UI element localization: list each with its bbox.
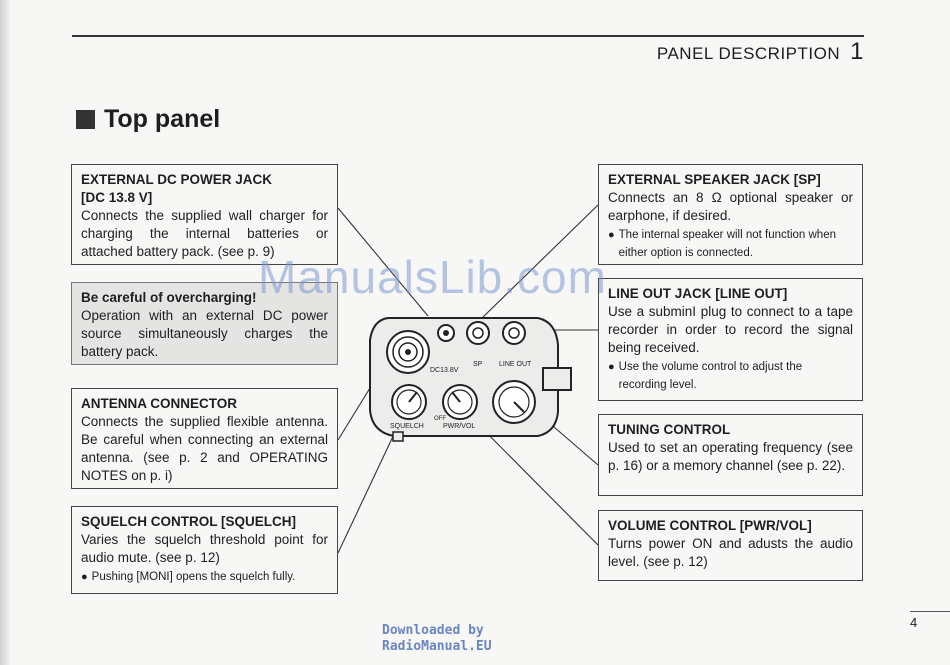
box-dc-power-jack: EXTERNAL DC POWER JACK [DC 13.8 V] Conne… xyxy=(71,164,338,265)
watermark: ManualsLib.com xyxy=(258,251,607,303)
download-credit-line1: Downloaded by xyxy=(382,623,484,638)
box-title-sub: [DC 13.8 V] xyxy=(81,190,153,205)
label-pwr-vol: PWR/VOL xyxy=(443,423,475,430)
label-off: OFF xyxy=(434,416,446,422)
section-heading: PANEL DESCRIPTION xyxy=(656,44,841,63)
box-title: VOLUME CONTROL [PWR/VOL] xyxy=(608,518,812,533)
page-number-rule xyxy=(910,611,950,612)
box-body: Turns power ON and adusts the audio leve… xyxy=(608,536,853,569)
box-antenna-connector: ANTENNA CONNECTOR Connects the supplied … xyxy=(71,388,338,489)
box-volume-control: VOLUME CONTROL [PWR/VOL] Turns power ON … xyxy=(598,510,863,581)
warning-title: Be careful of overcharging! xyxy=(81,290,257,305)
box-body: Connects an 8 Ω optional speaker or earp… xyxy=(608,190,853,223)
box-body: Use a subminI plug to connect to a tape … xyxy=(608,304,853,355)
box-title: TUNING CONTROL xyxy=(608,422,731,437)
box-title: EXTERNAL SPEAKER JACK [SP] xyxy=(608,172,821,187)
page-title: Top panel xyxy=(76,105,220,134)
box-title: LINE OUT JACK [LINE OUT] xyxy=(608,286,788,301)
bullet-dot-icon: ● xyxy=(81,571,88,583)
box-body: Connects the supplied wall charger for c… xyxy=(81,208,328,259)
box-note: ●Pushing [MONI] opens the squelch fully. xyxy=(81,568,328,586)
box-external-speaker-jack: EXTERNAL SPEAKER JACK [SP] Connects an 8… xyxy=(598,164,863,265)
page-header: PANEL DESCRIPTION 1 xyxy=(657,38,864,66)
note-text: Use the volume control to adjust the rec… xyxy=(618,361,803,391)
box-body: Used to set an operating frequency (see … xyxy=(608,440,853,473)
box-title: ANTENNA CONNECTOR xyxy=(81,396,238,411)
box-title: SQUELCH CONTROL [SQUELCH] xyxy=(81,514,296,529)
page-binding-edge xyxy=(0,0,10,665)
square-bullet-icon xyxy=(76,110,95,129)
radio-body xyxy=(369,317,572,442)
note-text: Pushing [MONI] opens the squelch fully. xyxy=(91,571,296,583)
label-line-out: LINE OUT xyxy=(499,361,532,368)
download-credit: Downloaded by RadioManual.EU xyxy=(382,623,492,655)
label-dc: DC13.8V xyxy=(430,367,459,374)
box-body: Connects the supplied flexible antenna. … xyxy=(81,414,328,483)
box-overcharging-warning: Be careful of overcharging! Operation wi… xyxy=(71,282,338,365)
label-squelch: SQUELCH xyxy=(390,423,424,430)
bullet-dot-icon: ● xyxy=(608,361,615,373)
box-body: Varies the squelch threshold point for a… xyxy=(81,532,328,565)
box-note: ●Use the volume control to adjust the re… xyxy=(608,358,853,394)
box-note: ●The internal speaker will not function … xyxy=(608,226,853,262)
download-credit-line2: RadioManual.EU xyxy=(382,639,492,654)
box-tuning-control: TUNING CONTROL Used to set an operating … xyxy=(598,414,863,496)
label-sp: SP xyxy=(473,361,483,368)
box-squelch-control: SQUELCH CONTROL [SQUELCH] Varies the squ… xyxy=(71,506,338,594)
note-text: The internal speaker will not function w… xyxy=(618,229,836,259)
page-title-text: Top panel xyxy=(104,105,221,133)
box-title: EXTERNAL DC POWER JACK xyxy=(81,172,273,187)
top-rule xyxy=(72,35,864,37)
box-line-out-jack: LINE OUT JACK [LINE OUT] Use a subminI p… xyxy=(598,278,863,401)
warning-body: Operation with an external DC power sour… xyxy=(81,308,328,359)
page-number: 4 xyxy=(910,615,918,630)
bullet-dot-icon: ● xyxy=(608,229,615,241)
chapter-number: 1 xyxy=(850,38,864,65)
